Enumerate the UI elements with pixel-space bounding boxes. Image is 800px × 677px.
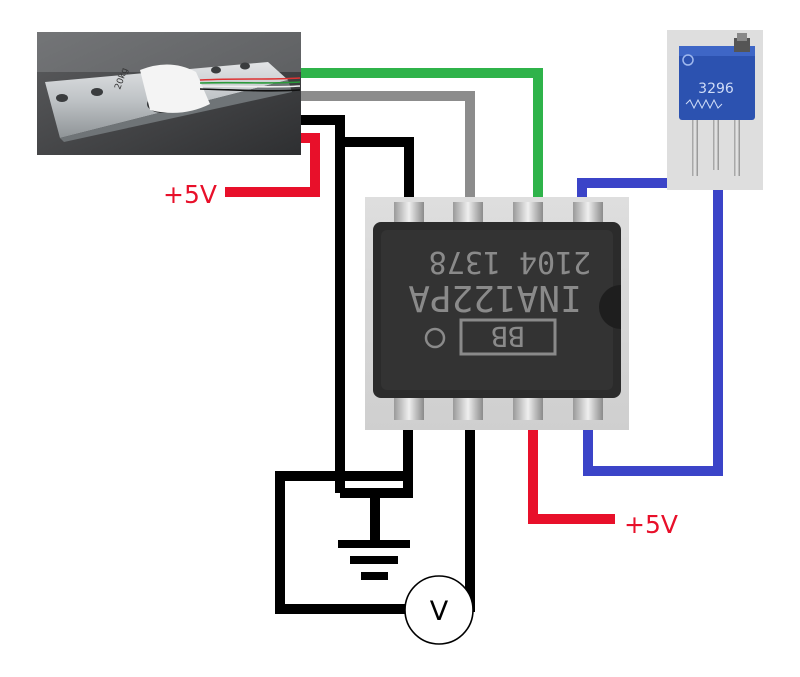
chip-marking-line-2: 2104 1378 xyxy=(429,244,592,279)
load-cell-image: 20kg xyxy=(37,32,301,155)
chip-bottom-pins xyxy=(394,392,603,420)
voltmeter: V xyxy=(404,575,474,645)
wire-gray xyxy=(300,91,475,197)
wire-blue-bottom xyxy=(583,175,723,476)
ina122-chip-image: INA122PA 2104 1378 BB xyxy=(365,197,629,430)
chip-logo: BB xyxy=(424,318,557,356)
supply-label-top: +5V xyxy=(163,180,217,209)
wire-green xyxy=(300,68,543,197)
chip-logo-text: BB xyxy=(491,320,525,353)
chip-marking-line-1: INA122PA xyxy=(408,277,582,318)
wire-voltmeter-left xyxy=(275,471,409,614)
wire-black-chip-top xyxy=(340,137,414,197)
trimpot-marking: 3296 xyxy=(698,81,734,97)
wire-black-chip-bottom xyxy=(340,430,413,498)
supply-label-bottom: +5V xyxy=(624,510,678,539)
wire-black-signal xyxy=(300,115,345,493)
ground-symbol xyxy=(338,540,410,580)
voltmeter-label: V xyxy=(430,596,449,627)
wire-red-top xyxy=(225,133,320,197)
wire-red-bottom xyxy=(528,430,615,524)
trimpot-image: 3296 xyxy=(667,30,763,190)
